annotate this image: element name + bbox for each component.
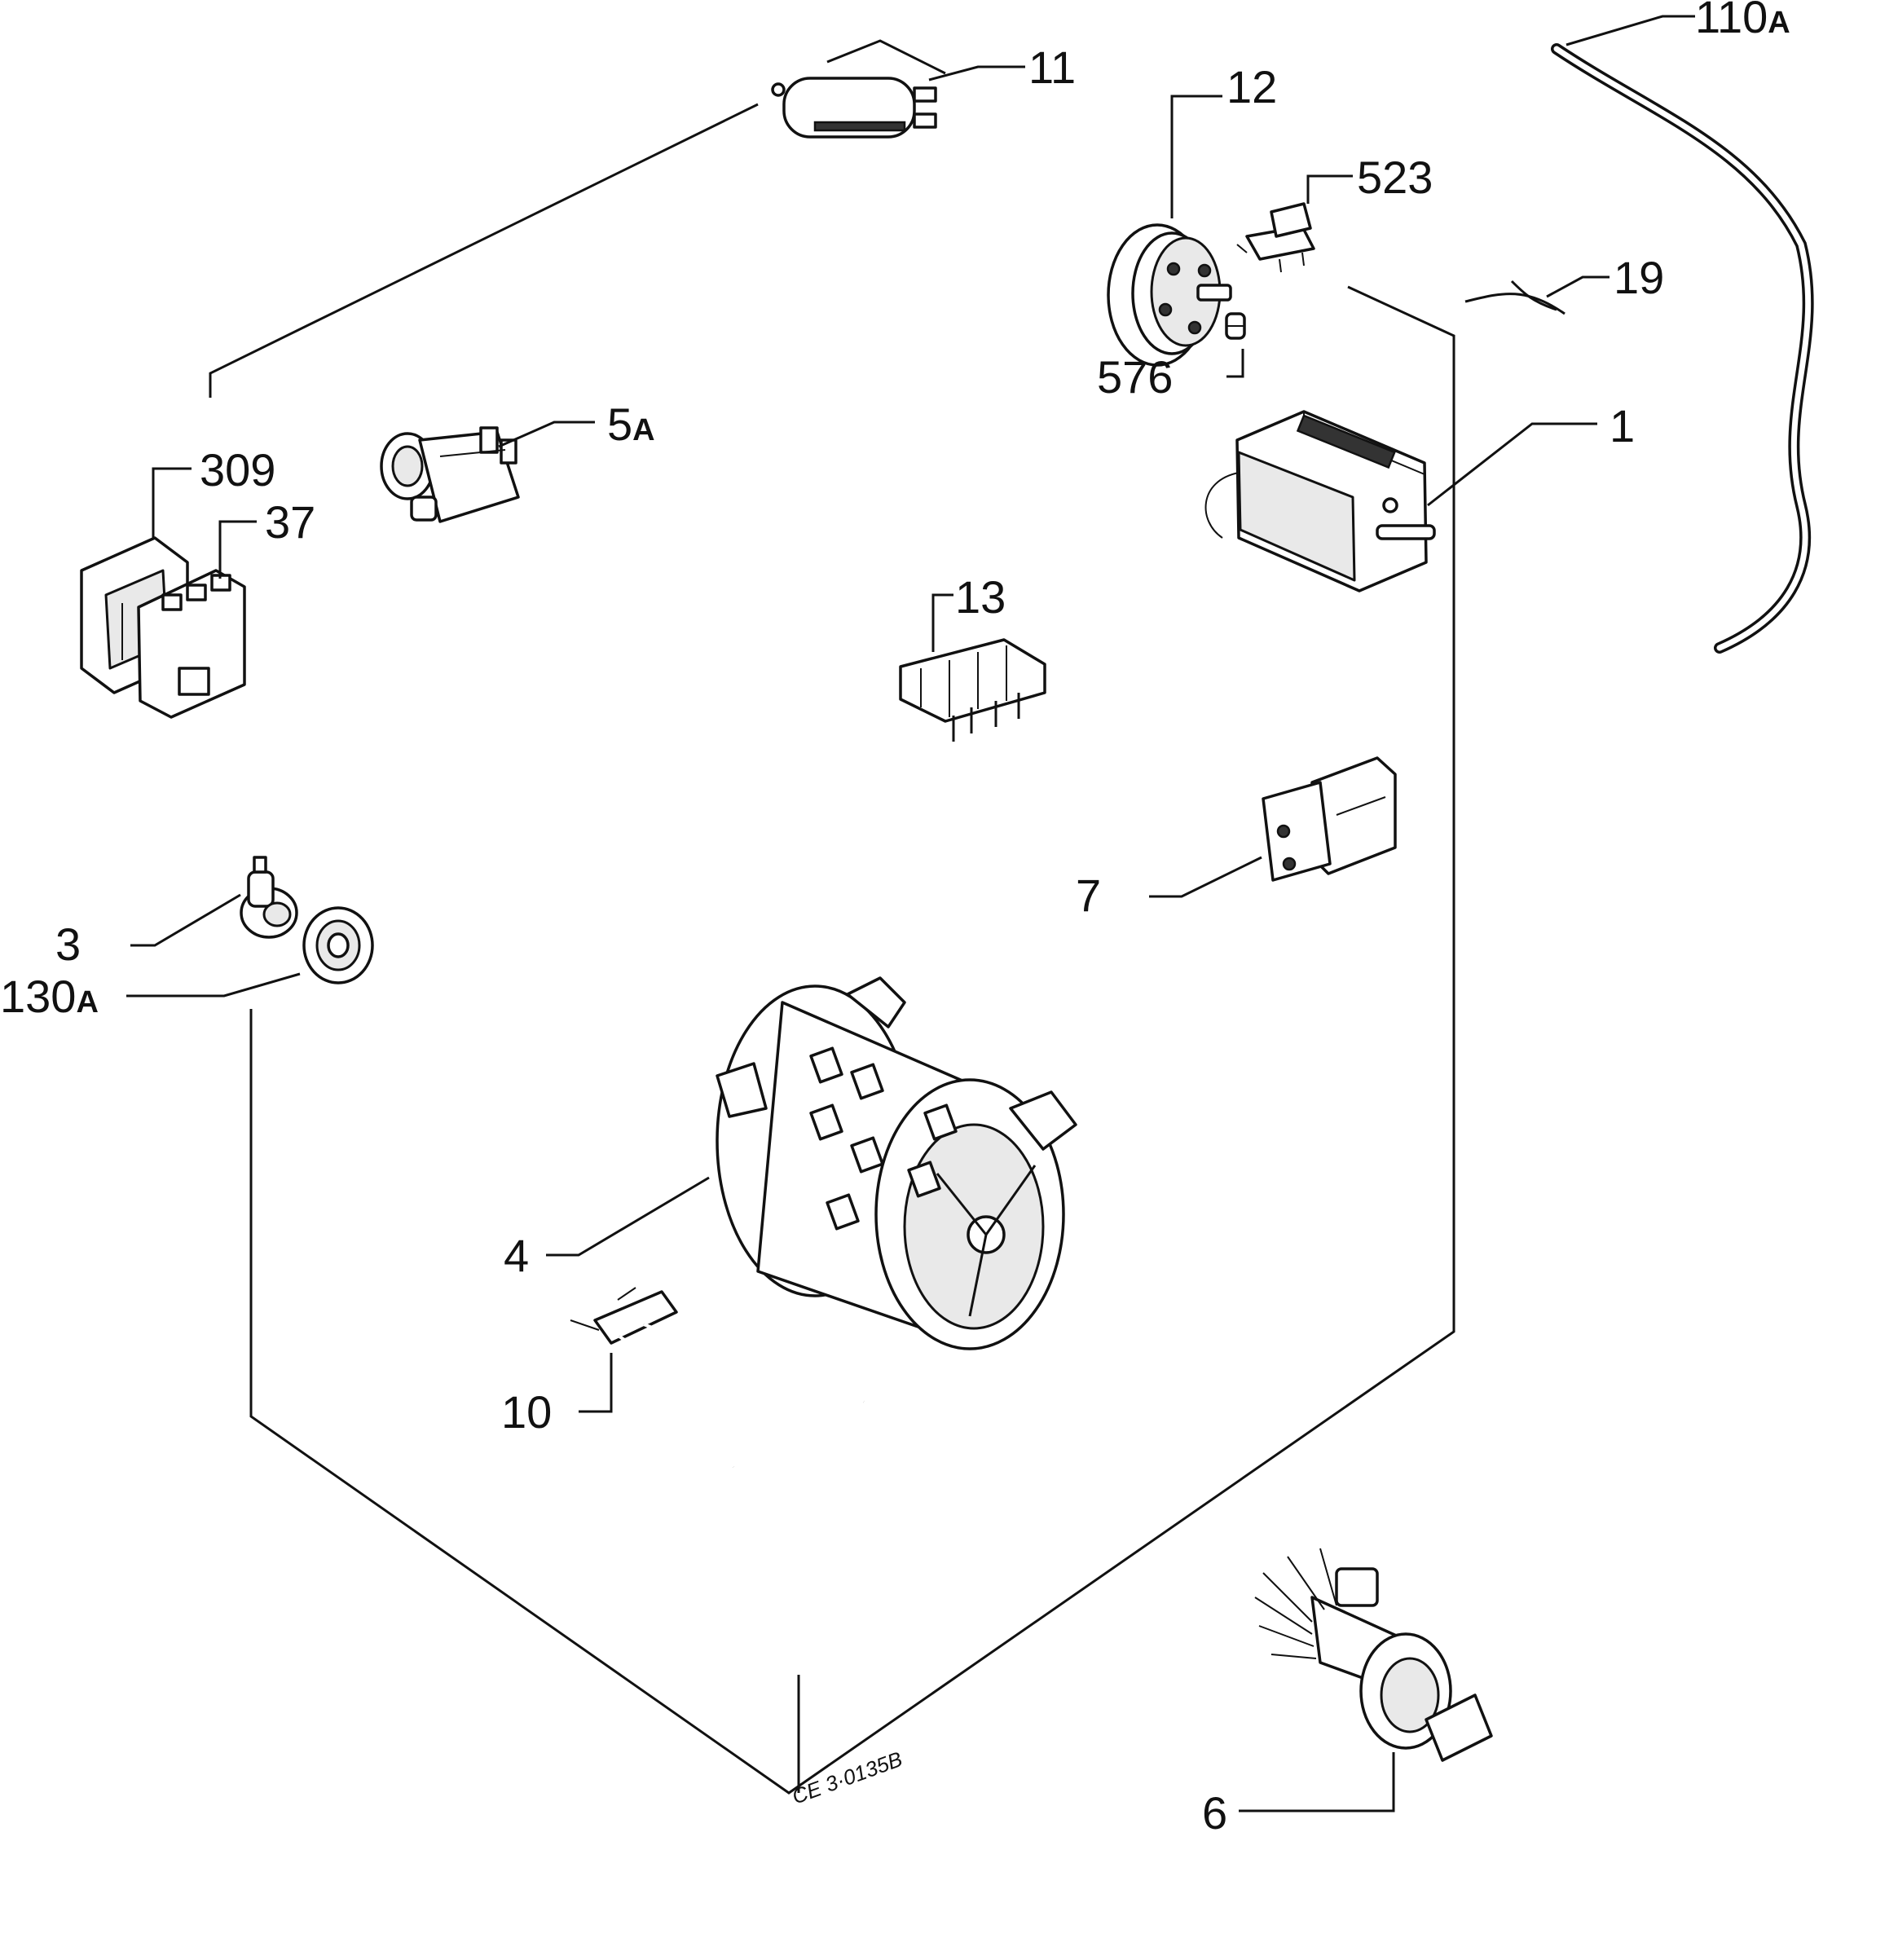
label-12: 12 bbox=[1226, 61, 1277, 112]
part-1-timer[interactable] bbox=[1204, 410, 1597, 592]
part-110a-hose[interactable] bbox=[1551, 15, 1814, 654]
frame-lines bbox=[209, 103, 1455, 1795]
part-7-door-lock[interactable] bbox=[1149, 756, 1397, 898]
part-576-nozzle[interactable] bbox=[1225, 312, 1246, 378]
label-11: 11 bbox=[1028, 42, 1076, 93]
label-110a: 110A bbox=[1695, 0, 1790, 42]
label-309: 309 bbox=[200, 444, 275, 496]
label-1: 1 bbox=[1610, 400, 1635, 451]
part-6-drain-pump[interactable] bbox=[1239, 1548, 1493, 1812]
part-4-motor[interactable] bbox=[546, 976, 1077, 1350]
label-4: 4 bbox=[504, 1230, 529, 1281]
label-523: 523 bbox=[1357, 152, 1433, 203]
part-5a-inlet-valve[interactable] bbox=[380, 421, 595, 523]
part-523-connector[interactable] bbox=[1236, 174, 1353, 273]
label-3: 3 bbox=[55, 918, 81, 970]
part-12-pressure-switch[interactable] bbox=[1107, 95, 1232, 367]
drawing-code: CE 3·0135B bbox=[789, 1746, 905, 1809]
part-130a-grommet[interactable] bbox=[126, 906, 374, 998]
part-19-clip[interactable] bbox=[1464, 275, 1610, 315]
label-6: 6 bbox=[1202, 1787, 1227, 1839]
part-13-connector-block[interactable] bbox=[899, 593, 1046, 742]
label-37: 37 bbox=[265, 496, 315, 548]
label-5a: 5A bbox=[607, 399, 655, 450]
part-3-thermostat[interactable] bbox=[130, 856, 298, 947]
part-37-switch-board[interactable] bbox=[137, 520, 257, 719]
label-576: 576 bbox=[1097, 351, 1173, 403]
part-11-capacitor[interactable] bbox=[771, 39, 1025, 139]
label-7: 7 bbox=[1076, 870, 1101, 921]
part-10-heater[interactable] bbox=[570, 1287, 921, 1539]
label-10: 10 bbox=[501, 1386, 552, 1438]
label-13: 13 bbox=[955, 571, 1006, 623]
label-130a: 130A bbox=[0, 971, 99, 1022]
label-19: 19 bbox=[1614, 252, 1664, 303]
